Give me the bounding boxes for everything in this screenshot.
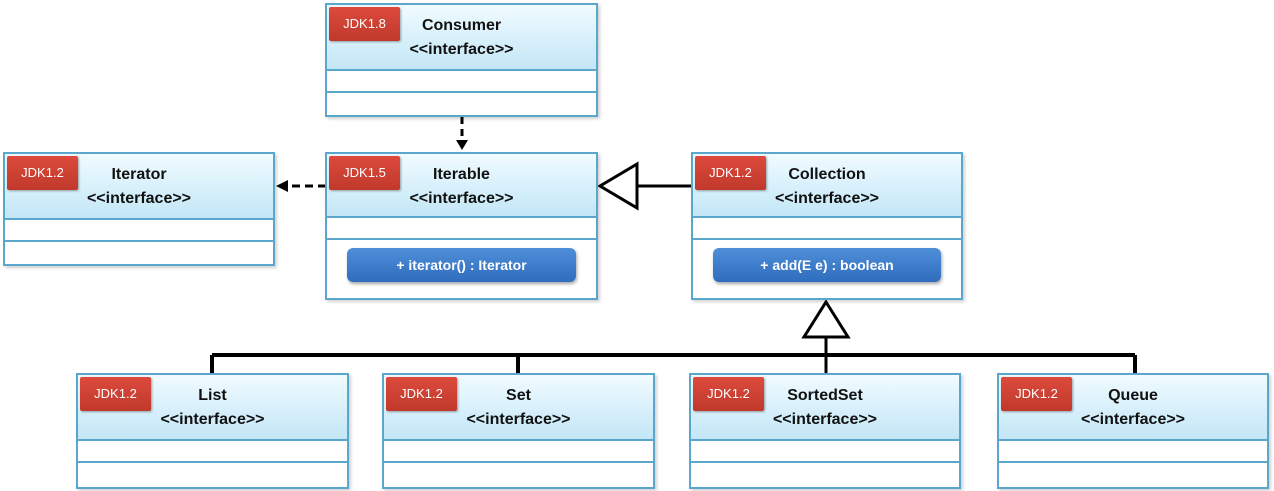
methods-section (384, 463, 653, 485)
consumer-interface-box[interactable]: JDK1.8 Consumer <<interface>> (325, 3, 598, 117)
class-name: Consumer (421, 17, 502, 34)
consumer-header: JDK1.8 Consumer <<interface>> (327, 5, 596, 71)
class-name: List (198, 387, 227, 404)
attributes-section (693, 218, 961, 240)
methods-section: + iterator() : Iterator (327, 240, 596, 314)
jdk-version-badge: JDK1.2 (7, 156, 78, 190)
stereotype-label: <<interface>> (409, 190, 514, 207)
iterable-iterator-arrowhead (276, 180, 288, 192)
jdk-version-badge: JDK1.2 (693, 377, 764, 411)
stereotype-label: <<interface>> (466, 411, 571, 428)
attributes-section (384, 441, 653, 463)
class-name: Set (506, 387, 531, 404)
methods-section (78, 463, 347, 485)
iterable-header: JDK1.5 Iterable <<interface>> (327, 154, 596, 218)
set-interface-box[interactable]: JDK1.2 Set <<interface>> (382, 373, 655, 489)
list-interface-box[interactable]: JDK1.2 List <<interface>> (76, 373, 349, 489)
jdk-version-badge: JDK1.2 (695, 156, 766, 190)
collection-header: JDK1.2 Collection <<interface>> (693, 154, 961, 218)
iterator-method-button[interactable]: + iterator() : Iterator (347, 248, 576, 282)
methods-section (999, 463, 1267, 485)
jdk-version-badge: JDK1.8 (329, 7, 400, 41)
jdk-version-badge: JDK1.2 (1001, 377, 1072, 411)
stereotype-label: <<interface>> (160, 411, 265, 428)
list-header: JDK1.2 List <<interface>> (78, 375, 347, 441)
attributes-section (78, 441, 347, 463)
iterable-interface-box[interactable]: JDK1.5 Iterable <<interface>> + iterator… (325, 152, 598, 300)
attributes-section (327, 218, 596, 240)
methods-section (691, 463, 959, 485)
class-name: Collection (788, 166, 866, 183)
methods-section (5, 242, 273, 264)
class-name: SortedSet (787, 387, 863, 404)
sortedset-interface-box[interactable]: JDK1.2 SortedSet <<interface>> (689, 373, 961, 489)
consumer-iterable-arrowhead (456, 140, 468, 150)
collection-interface-box[interactable]: JDK1.2 Collection <<interface>> + add(E … (691, 152, 963, 300)
set-header: JDK1.2 Set <<interface>> (384, 375, 653, 441)
class-name: Iterable (433, 166, 490, 183)
class-name: Queue (1108, 387, 1158, 404)
collection-iterable-triangle (597, 161, 639, 211)
iterator-interface-box[interactable]: JDK1.2 Iterator <<interface>> (3, 152, 275, 266)
stereotype-label: <<interface>> (772, 411, 878, 428)
class-name: Iterator (111, 166, 167, 183)
jdk-version-badge: JDK1.5 (329, 156, 400, 190)
jdk-version-badge: JDK1.2 (386, 377, 457, 411)
methods-section: + add(E e) : boolean (693, 240, 961, 314)
jdk-version-badge: JDK1.2 (80, 377, 151, 411)
methods-section (327, 93, 596, 115)
stereotype-label: <<interface>> (86, 190, 192, 207)
attributes-section (691, 441, 959, 463)
add-method-button[interactable]: + add(E e) : boolean (713, 248, 941, 282)
attributes-section (327, 71, 596, 93)
stereotype-label: <<interface>> (1080, 411, 1186, 428)
queue-interface-box[interactable]: JDK1.2 Queue <<interface>> (997, 373, 1269, 489)
iterator-header: JDK1.2 Iterator <<interface>> (5, 154, 273, 220)
attributes-section (999, 441, 1267, 463)
stereotype-label: <<interface>> (409, 41, 514, 58)
attributes-section (5, 220, 273, 242)
stereotype-label: <<interface>> (774, 190, 880, 207)
sortedset-header: JDK1.2 SortedSet <<interface>> (691, 375, 959, 441)
queue-header: JDK1.2 Queue <<interface>> (999, 375, 1267, 441)
